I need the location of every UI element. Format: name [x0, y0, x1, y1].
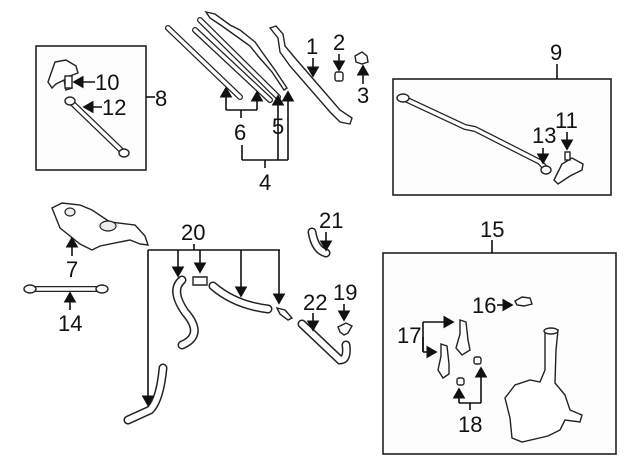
callout-4: 4: [259, 170, 271, 195]
blade-refill-6[interactable]: [165, 25, 273, 103]
connecting-rod-14[interactable]: [23, 284, 109, 294]
callout-2: 2: [333, 30, 345, 55]
pivot-11[interactable]: [553, 151, 584, 185]
wiper-blade-4[interactable]: [204, 10, 288, 91]
wiper-motor-7[interactable]: [51, 202, 150, 251]
callout-12: 12: [102, 95, 126, 120]
washer-nozzle-19[interactable]: [337, 322, 353, 336]
filler-cap-seal-16[interactable]: [514, 296, 533, 307]
callout-18: 18: [458, 412, 482, 437]
callout-6: 6: [234, 120, 246, 145]
callout-3: 3: [357, 83, 369, 108]
washer-reservoir-15[interactable]: [504, 327, 583, 443]
linkage-box-8: [35, 45, 147, 171]
pivot-10[interactable]: [47, 59, 79, 91]
callout-21: 21: [319, 208, 343, 233]
callout-13: 13: [532, 123, 556, 148]
callout-8: 8: [155, 86, 167, 111]
washer-pump-17[interactable]: [437, 319, 471, 379]
callout-5: 5: [272, 114, 284, 139]
callout-22: 22: [303, 290, 327, 315]
callout-1: 1: [306, 34, 318, 59]
callout-17: 17: [397, 323, 421, 348]
reservoir-box-15: [382, 252, 617, 455]
callout-7: 7: [66, 257, 78, 282]
callout-9: 9: [550, 40, 562, 65]
callout-20: 20: [181, 220, 205, 245]
callout-15: 15: [480, 217, 504, 242]
callout-19: 19: [333, 280, 357, 305]
callout-16: 16: [472, 293, 496, 318]
link-rod-12[interactable]: [64, 96, 130, 158]
linkage-rod-9[interactable]: [396, 93, 552, 175]
callout-14: 14: [58, 311, 82, 336]
callout-11: 11: [555, 108, 578, 133]
washer-hose-20[interactable]: [123, 275, 294, 425]
callout-10: 10: [95, 70, 119, 95]
linkage-box-9: [392, 78, 612, 196]
wiper-arm-1[interactable]: [268, 25, 353, 125]
nut-2[interactable]: [334, 71, 344, 82]
blade-insert-5[interactable]: [197, 17, 281, 100]
cap-3[interactable]: [354, 51, 369, 65]
grommet-18[interactable]: [456, 356, 482, 386]
